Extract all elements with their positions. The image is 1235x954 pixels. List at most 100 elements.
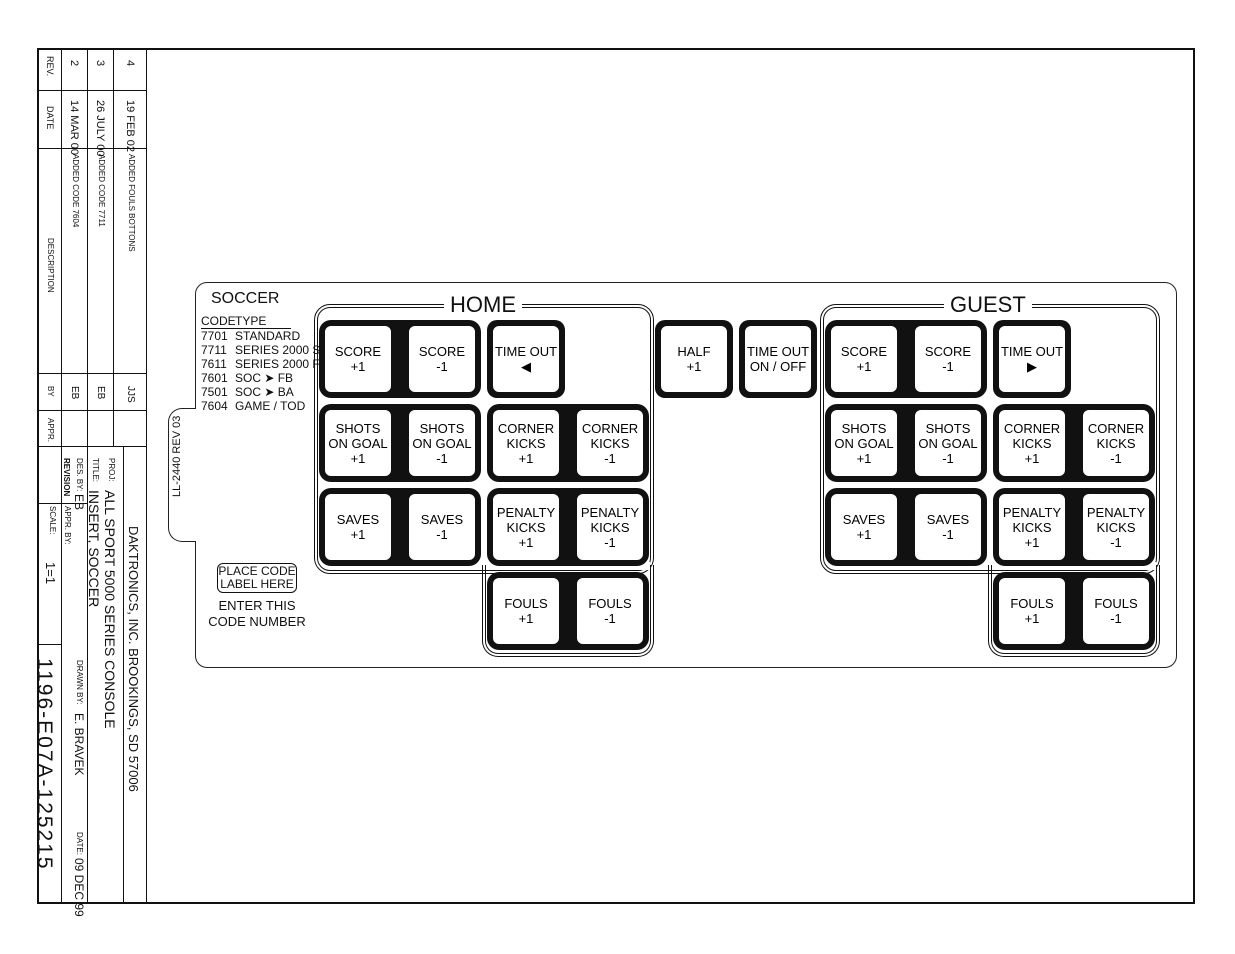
rev-col-line — [37, 48, 62, 446]
home-fouls-plus-button[interactable]: FOULS +1 — [491, 576, 561, 646]
drawn-label: DRAWN BY: — [75, 660, 84, 705]
proj-label: PROJ: — [107, 458, 116, 482]
revision-label: REVISION — [62, 458, 71, 497]
rev-by: EB — [69, 386, 80, 400]
divider — [37, 90, 147, 91]
guest-score-minus-button[interactable]: SCORE -1 — [913, 324, 983, 394]
home-title: HOME — [444, 294, 522, 316]
code: 7701 — [201, 329, 228, 343]
code-row: 7711 SERIES 2000 SO — [201, 343, 330, 357]
drawing-frame — [37, 48, 1195, 904]
appr-header: APPR. — [46, 418, 55, 443]
title-label: TITLE: — [91, 458, 100, 483]
divider — [37, 410, 147, 411]
description-header: DESCRIPTION — [46, 238, 55, 293]
drawing-title: INSERT, SOCCER — [86, 490, 102, 608]
date-label: DATE: — [75, 832, 84, 855]
half-button[interactable]: HALF +1 — [659, 324, 729, 394]
guest-penalty-plus-button[interactable]: PENALTY KICKS +1 — [997, 492, 1067, 562]
code-row: 7501 SOC ➤ BA — [201, 385, 330, 399]
tab-joint — [194, 409, 198, 541]
code-row: 7701 STANDARD — [201, 329, 330, 343]
home-shots-plus-button[interactable]: SHOTS ON GOAL +1 — [323, 408, 393, 478]
code-table: CODE TYPE 7701 STANDARD 7711 SERIES 2000 S… — [201, 314, 330, 413]
rev-header: REV. — [45, 56, 55, 77]
home-shots-minus-button[interactable]: SHOTS ON GOAL -1 — [407, 408, 477, 478]
code-row: 7601 SOC ➤ FB — [201, 371, 330, 385]
guest-corner-minus-button[interactable]: CORNER KICKS -1 — [1081, 408, 1151, 478]
by-header: BY — [46, 386, 55, 397]
guest-score-plus-button[interactable]: SCORE +1 — [829, 324, 899, 394]
appr-label: APPR. BY: — [63, 506, 72, 545]
guest-fouls-minus-button[interactable]: FOULS -1 — [1081, 576, 1151, 646]
type: SOC ➤ BA — [235, 385, 294, 399]
home-timeout-button[interactable]: TIME OUT ◀ — [491, 324, 561, 394]
code-table-header: CODE TYPE — [201, 314, 291, 329]
rev-description: ADDED CODE 7711 — [97, 154, 106, 227]
divider — [87, 446, 88, 904]
guest-timeout-button[interactable]: TIME OUT ▶ — [997, 324, 1067, 394]
code: 7501 — [201, 385, 228, 399]
rev-number: 2 — [68, 60, 80, 67]
rev-col-line — [37, 48, 88, 446]
rev-date: 26 JULY 00 — [94, 100, 106, 157]
guest-shots-plus-button[interactable]: SHOTS ON GOAL +1 — [829, 408, 899, 478]
type-header: TYPE — [235, 314, 267, 328]
home-score-minus-button[interactable]: SCORE -1 — [407, 324, 477, 394]
guest-penalty-minus-button[interactable]: PENALTY KICKS -1 — [1081, 492, 1151, 562]
scale-label: SCALE: — [48, 506, 57, 535]
home-saves-plus-button[interactable]: SAVES +1 — [323, 492, 393, 562]
group-join — [486, 562, 650, 570]
divider — [37, 503, 87, 504]
rev-col-line — [37, 48, 114, 446]
rev-description: ADDED FOULS BOTTONS — [127, 154, 136, 252]
home-saves-minus-button[interactable]: SAVES -1 — [407, 492, 477, 562]
des-label: DES. BY: — [75, 458, 84, 492]
divider — [123, 446, 124, 904]
home-corner-plus-button[interactable]: CORNER KICKS +1 — [491, 408, 561, 478]
divider — [61, 446, 62, 904]
divider — [37, 148, 147, 149]
home-score-plus-button[interactable]: SCORE +1 — [323, 324, 393, 394]
guest-saves-minus-button[interactable]: SAVES -1 — [913, 492, 983, 562]
code: 7601 — [201, 371, 228, 385]
type: SOC ➤ FB — [235, 371, 294, 385]
guest-shots-minus-button[interactable]: SHOTS ON GOAL -1 — [913, 408, 983, 478]
code: 7611 — [201, 357, 227, 371]
enter-code-instructions: ENTER THIS CODE NUMBER — [208, 598, 306, 629]
code: 7711 — [201, 343, 227, 357]
home-penalty-plus-button[interactable]: PENALTY KICKS +1 — [491, 492, 561, 562]
home-group-lower — [482, 565, 654, 657]
type: SERIES 2000 SO — [235, 343, 330, 357]
divider — [37, 373, 147, 374]
company-name: DAKTRONICS, INC. BROOKINGS, SD 57006 — [126, 526, 141, 792]
insert-tab — [168, 408, 196, 542]
rev-by: EB — [95, 386, 106, 400]
guest-corner-plus-button[interactable]: CORNER KICKS +1 — [997, 408, 1067, 478]
rev-description: ADDED CODE 7604 — [71, 154, 80, 228]
scale-value: 1=1 — [43, 562, 58, 585]
drawing-number: 1196-E07A-125215 — [33, 658, 56, 871]
title-block: REV. DATE DESCRIPTION BY APPR. 2 14 MAR … — [33, 48, 147, 917]
rev-number: 3 — [94, 60, 106, 67]
guest-saves-plus-button[interactable]: SAVES +1 — [829, 492, 899, 562]
title-block-edge — [37, 48, 147, 904]
home-corner-minus-button[interactable]: CORNER KICKS -1 — [575, 408, 645, 478]
date-header: DATE — [45, 106, 55, 130]
type: GAME / TOD — [235, 399, 306, 413]
drawing-date: 09 DEC 99 — [72, 858, 86, 917]
divider — [37, 644, 61, 645]
project-name: ALL SPORT 5000 SERIES CONSOLE — [102, 490, 118, 729]
guest-group-lower — [988, 565, 1160, 657]
place-code-label: PLACE CODE LABEL HERE — [217, 563, 297, 593]
code: 7604 — [201, 399, 228, 413]
timeout-onoff-button[interactable]: TIME OUT ON / OFF — [743, 324, 813, 394]
drawn-by: E. BRAVEK — [72, 713, 86, 776]
rev-date: 19 FEB 02 — [124, 100, 136, 152]
home-penalty-minus-button[interactable]: PENALTY KICKS -1 — [575, 492, 645, 562]
guest-fouls-plus-button[interactable]: FOULS +1 — [997, 576, 1067, 646]
group-join — [992, 562, 1156, 570]
type: STANDARD — [235, 329, 301, 343]
home-fouls-minus-button[interactable]: FOULS -1 — [575, 576, 645, 646]
